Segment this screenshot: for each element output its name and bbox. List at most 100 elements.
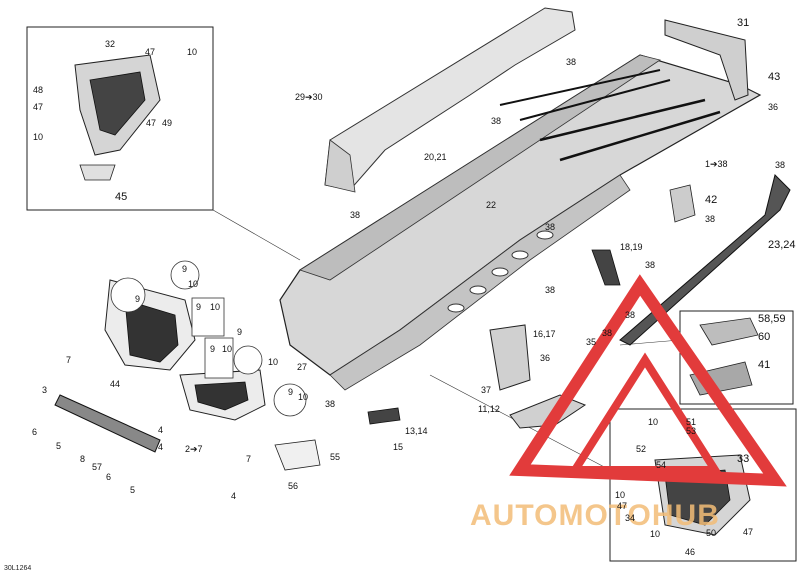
callout-label: 37 [481, 385, 491, 395]
callout-label: 54 [656, 460, 666, 470]
callout-label: 38 [645, 260, 655, 270]
callout-label: 38 [325, 399, 335, 409]
inset-frame-skid-plate [679, 310, 794, 405]
callout-label: 29➔30 [295, 92, 323, 102]
callout-label: 47 [617, 501, 627, 511]
callout-label: 43 [768, 71, 780, 83]
rear-bracket-part [74, 54, 161, 181]
hardware-detail-circles [110, 260, 307, 417]
callout-label: 18,19 [620, 242, 643, 252]
callout-label: 49 [162, 118, 172, 128]
callout-label: 3 [42, 385, 47, 395]
callout-label: 9 [196, 302, 201, 312]
frame-rail [519, 79, 671, 121]
callout-label: 38 [625, 310, 635, 320]
callout-label: 56 [288, 481, 298, 491]
cover-55 [274, 439, 321, 471]
callout-label: 42 [705, 194, 717, 206]
callout-label: 5 [56, 441, 61, 451]
callout-label: 35 [586, 337, 596, 347]
callout-label: 47 [743, 527, 753, 537]
callout-label: 48 [33, 85, 43, 95]
callout-label: 36 [540, 353, 550, 363]
callout-label: 38 [491, 116, 501, 126]
callout-label: 52 [636, 444, 646, 454]
frame-rail [539, 98, 706, 142]
callout-label: 1➔38 [705, 159, 728, 169]
callout-label: 47 [145, 47, 155, 57]
callout-label: 33 [737, 453, 749, 465]
callout-label: 10 [615, 490, 625, 500]
skid-plate-parts [689, 317, 759, 396]
callout-label: 10 [648, 417, 658, 427]
callout-label: 38 [705, 214, 715, 224]
callout-label: 34 [625, 513, 635, 523]
bumper-bar [54, 394, 161, 453]
watermark-logo: AUTOMOTOHUB [470, 274, 787, 532]
callout-label: 10 [222, 344, 232, 354]
bracket-42 [669, 184, 696, 223]
callout-label: 15 [393, 442, 403, 452]
callout-label: 36 [768, 102, 778, 112]
callout-label: 10 [33, 132, 43, 142]
callout-label: 16,17 [533, 329, 556, 339]
side-bracket-16-17 [489, 324, 531, 391]
callout-label: 44 [110, 379, 120, 389]
hardware-detail-boxes [191, 297, 234, 379]
inset-frame-front-bracket [609, 408, 797, 562]
callout-label: 9 [288, 387, 293, 397]
callout-label: 9 [135, 294, 140, 304]
callout-label: 5 [130, 485, 135, 495]
chassis-frame [279, 54, 762, 391]
callout-label: 10 [268, 357, 278, 367]
callout-label: 4 [158, 442, 163, 452]
callout-label: 10 [188, 279, 198, 289]
frame-rail [499, 69, 661, 106]
callout-label: 38 [775, 160, 785, 170]
rear-cross-bar [664, 19, 749, 101]
callout-label: 46 [685, 547, 695, 557]
callout-label: 11,12 [478, 404, 500, 414]
callout-label: 23,24 [768, 239, 796, 251]
callout-label: 38 [566, 57, 576, 67]
callout-labels: 32 47 10 48 47 10 47 49 45 29➔30 38 31 4… [32, 17, 796, 557]
callout-label: 38 [545, 222, 555, 232]
callout-label: 10 [210, 302, 220, 312]
tunnel-panel [324, 7, 576, 193]
watermark-text: AUTOMOTOHUB [470, 499, 720, 532]
running-board-rail [619, 174, 791, 346]
callout-label: 7 [246, 454, 251, 464]
callout-label: 7 [66, 355, 71, 365]
inset-frame-rear-bracket [26, 26, 214, 211]
callout-label: 22 [486, 200, 496, 210]
callout-label: 9 [237, 327, 242, 337]
callout-label: 31 [737, 17, 749, 29]
callout-label: 20,21 [424, 152, 447, 162]
callout-label: 41 [758, 359, 770, 371]
callout-label: 10 [298, 392, 308, 402]
frame-rail [559, 110, 721, 162]
callout-label: 13,14 [405, 426, 428, 436]
diagram-code: 30L1264 [4, 565, 32, 572]
callout-label: 57 [92, 462, 102, 472]
callout-label: 47 [146, 118, 156, 128]
callout-label: 38 [545, 285, 555, 295]
callout-label: 55 [330, 452, 340, 462]
callout-label: 9 [182, 264, 187, 274]
callout-label: 9 [210, 344, 215, 354]
callout-label: 27 [297, 362, 307, 372]
callout-label: 47 [33, 102, 43, 112]
callout-label: 38 [602, 328, 612, 338]
callout-label: 10 [650, 529, 660, 539]
callout-label: 32 [105, 39, 115, 49]
callout-label: 50 [706, 528, 716, 538]
callout-label: 6 [32, 427, 37, 437]
callout-label: 58,59 [758, 313, 786, 325]
bracket-18-19 [591, 249, 621, 286]
callout-label: 4 [231, 491, 236, 501]
callout-label: 53 [686, 426, 696, 436]
callout-label: 10 [187, 47, 197, 57]
callout-label: 51 [686, 417, 696, 427]
clip-13-14 [367, 407, 401, 425]
